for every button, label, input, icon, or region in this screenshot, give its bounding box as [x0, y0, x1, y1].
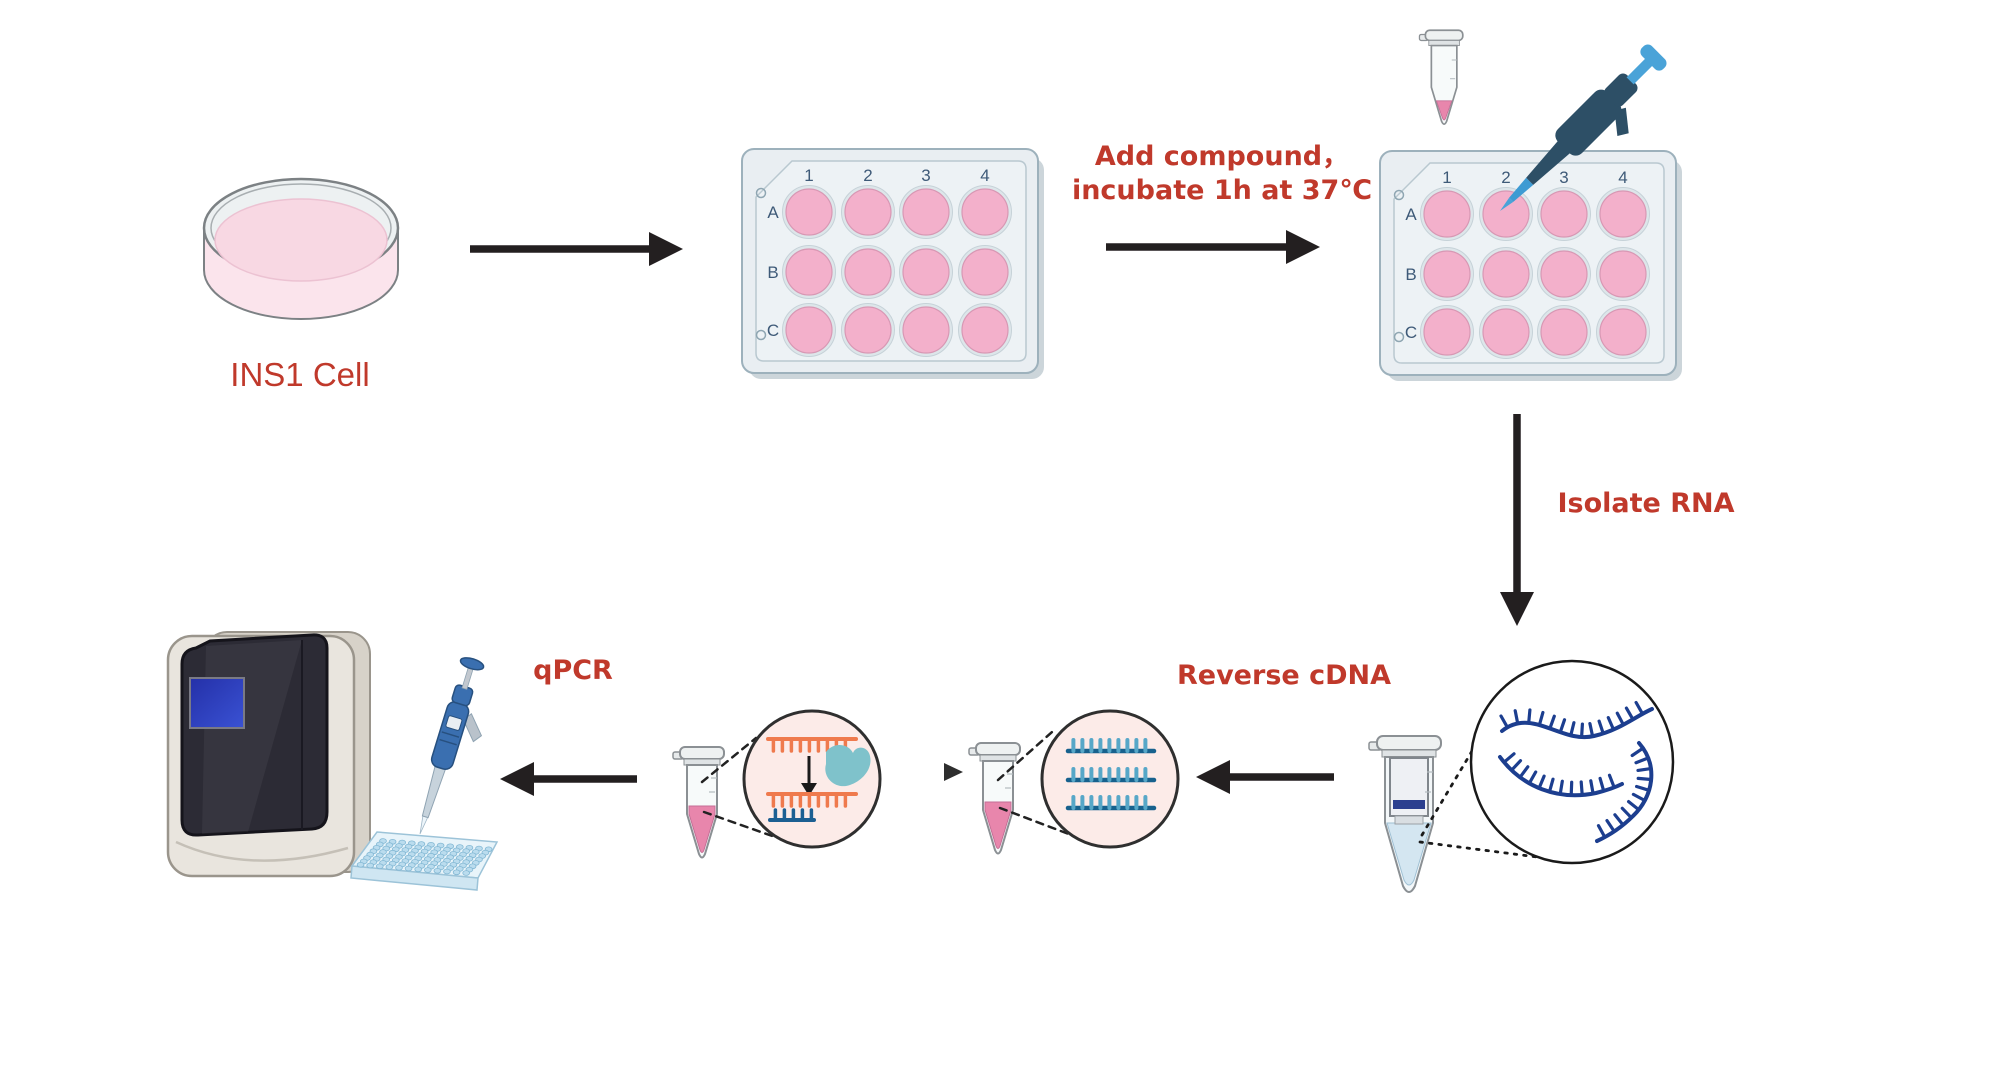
step4-label: qPCR: [533, 655, 613, 686]
strand-tick: [1537, 710, 1545, 727]
well-96: [452, 869, 461, 876]
step1-label-line2: incubate 1h at 37℃: [1072, 175, 1372, 206]
strand-tick: [1569, 780, 1574, 797]
strand-tick: [1589, 779, 1595, 796]
well-96: [462, 870, 471, 876]
well-96: [404, 865, 413, 872]
well-96: [356, 861, 365, 868]
anneal-arrow-head: [801, 783, 817, 796]
petri-dish-icon: [202, 177, 400, 320]
rna-spin-column-tube-icon: [1368, 735, 1442, 893]
petri-media: [214, 198, 388, 282]
arrow-down-isolate-rna: [1500, 414, 1534, 626]
strand-tick: [1634, 756, 1650, 765]
step1-label-line1: Add compound，: [1095, 141, 1349, 172]
strand-tick: [1613, 813, 1625, 827]
strand-tick: [1518, 765, 1530, 779]
strand-tick: [1607, 773, 1616, 790]
strand-tick: [1527, 708, 1532, 725]
strand-tick: [1596, 824, 1607, 839]
strand-tick: [1605, 818, 1616, 834]
strand-tick: [1634, 700, 1645, 716]
step2-label: Isolate RNA: [1557, 488, 1734, 519]
enzyme-circle: [742, 709, 882, 849]
spin-column-membrane: [1393, 800, 1425, 809]
machine-screen: [189, 677, 245, 729]
strand-tick: [1527, 770, 1538, 785]
strand-tick: [1547, 777, 1555, 794]
strand-tick: [1558, 779, 1564, 796]
strand-tick: [1598, 776, 1606, 793]
well-96: [433, 867, 442, 874]
arrow-left-qpcr: [500, 762, 637, 796]
strand-tick: [1631, 792, 1647, 803]
strand-tick: [1597, 719, 1605, 736]
strand-tick: [1630, 746, 1645, 758]
cell-line-label: INS1 Cell: [230, 356, 369, 393]
well-96: [375, 863, 384, 870]
step3-label: Reverse cDNA: [1177, 660, 1391, 691]
strand-tick: [1624, 706, 1635, 721]
well-96: [366, 862, 375, 869]
strand-tick: [1509, 759, 1523, 772]
well-96: [385, 864, 394, 870]
rna-zoom-connector: [1418, 729, 1547, 860]
strand-tick: [1548, 714, 1556, 731]
well-96: [414, 866, 423, 873]
arrow-right-small: [904, 763, 963, 781]
strand-tick: [1537, 774, 1546, 790]
qpcr-machine-icon: [166, 631, 371, 878]
arrow-left-reverse-cdna: [1196, 760, 1334, 794]
cdna-tube-icon: [968, 742, 1021, 855]
strand-tick: [1615, 711, 1626, 727]
strand-tick: [1579, 722, 1585, 739]
strand-tick: [1569, 721, 1576, 737]
strand-tick: [1579, 780, 1584, 797]
pipette-plate2-icon: [1500, 44, 1667, 211]
strand-tick: [1636, 776, 1653, 782]
strand-tick: [1558, 718, 1567, 734]
enzyme-zoom-connector: [700, 736, 780, 840]
rna-strand-3: [1595, 741, 1654, 843]
cdna-zoom-connector: [996, 730, 1076, 838]
well-plate-1: [741, 148, 1045, 380]
strand-tick: [1626, 799, 1641, 812]
well-96: [423, 867, 432, 873]
strand-tick: [1606, 715, 1616, 732]
arrow-right-1: [470, 232, 683, 266]
strand-tick: [1620, 806, 1633, 820]
well-96: [395, 864, 403, 871]
strand-tick: [1502, 752, 1516, 764]
strand-tick: [1499, 714, 1510, 729]
strand-tick: [1513, 709, 1520, 726]
pcr-mix-tube-icon: [672, 746, 725, 859]
strand-tick: [1588, 721, 1595, 738]
arrow-right-2: [1106, 230, 1320, 264]
strand-tick: [1634, 784, 1651, 792]
polymerase-enzyme-icon: [825, 744, 871, 787]
compound-tube-icon: [1418, 29, 1464, 126]
cdna-circle: [1040, 709, 1180, 849]
pipette-qpcr-icon: [419, 657, 485, 835]
well-96: [443, 868, 451, 875]
96-well-grid: [356, 838, 493, 876]
96-well-plate-icon: [350, 831, 499, 891]
rna-circle: [1469, 659, 1675, 865]
strand-tick: [1636, 766, 1653, 773]
